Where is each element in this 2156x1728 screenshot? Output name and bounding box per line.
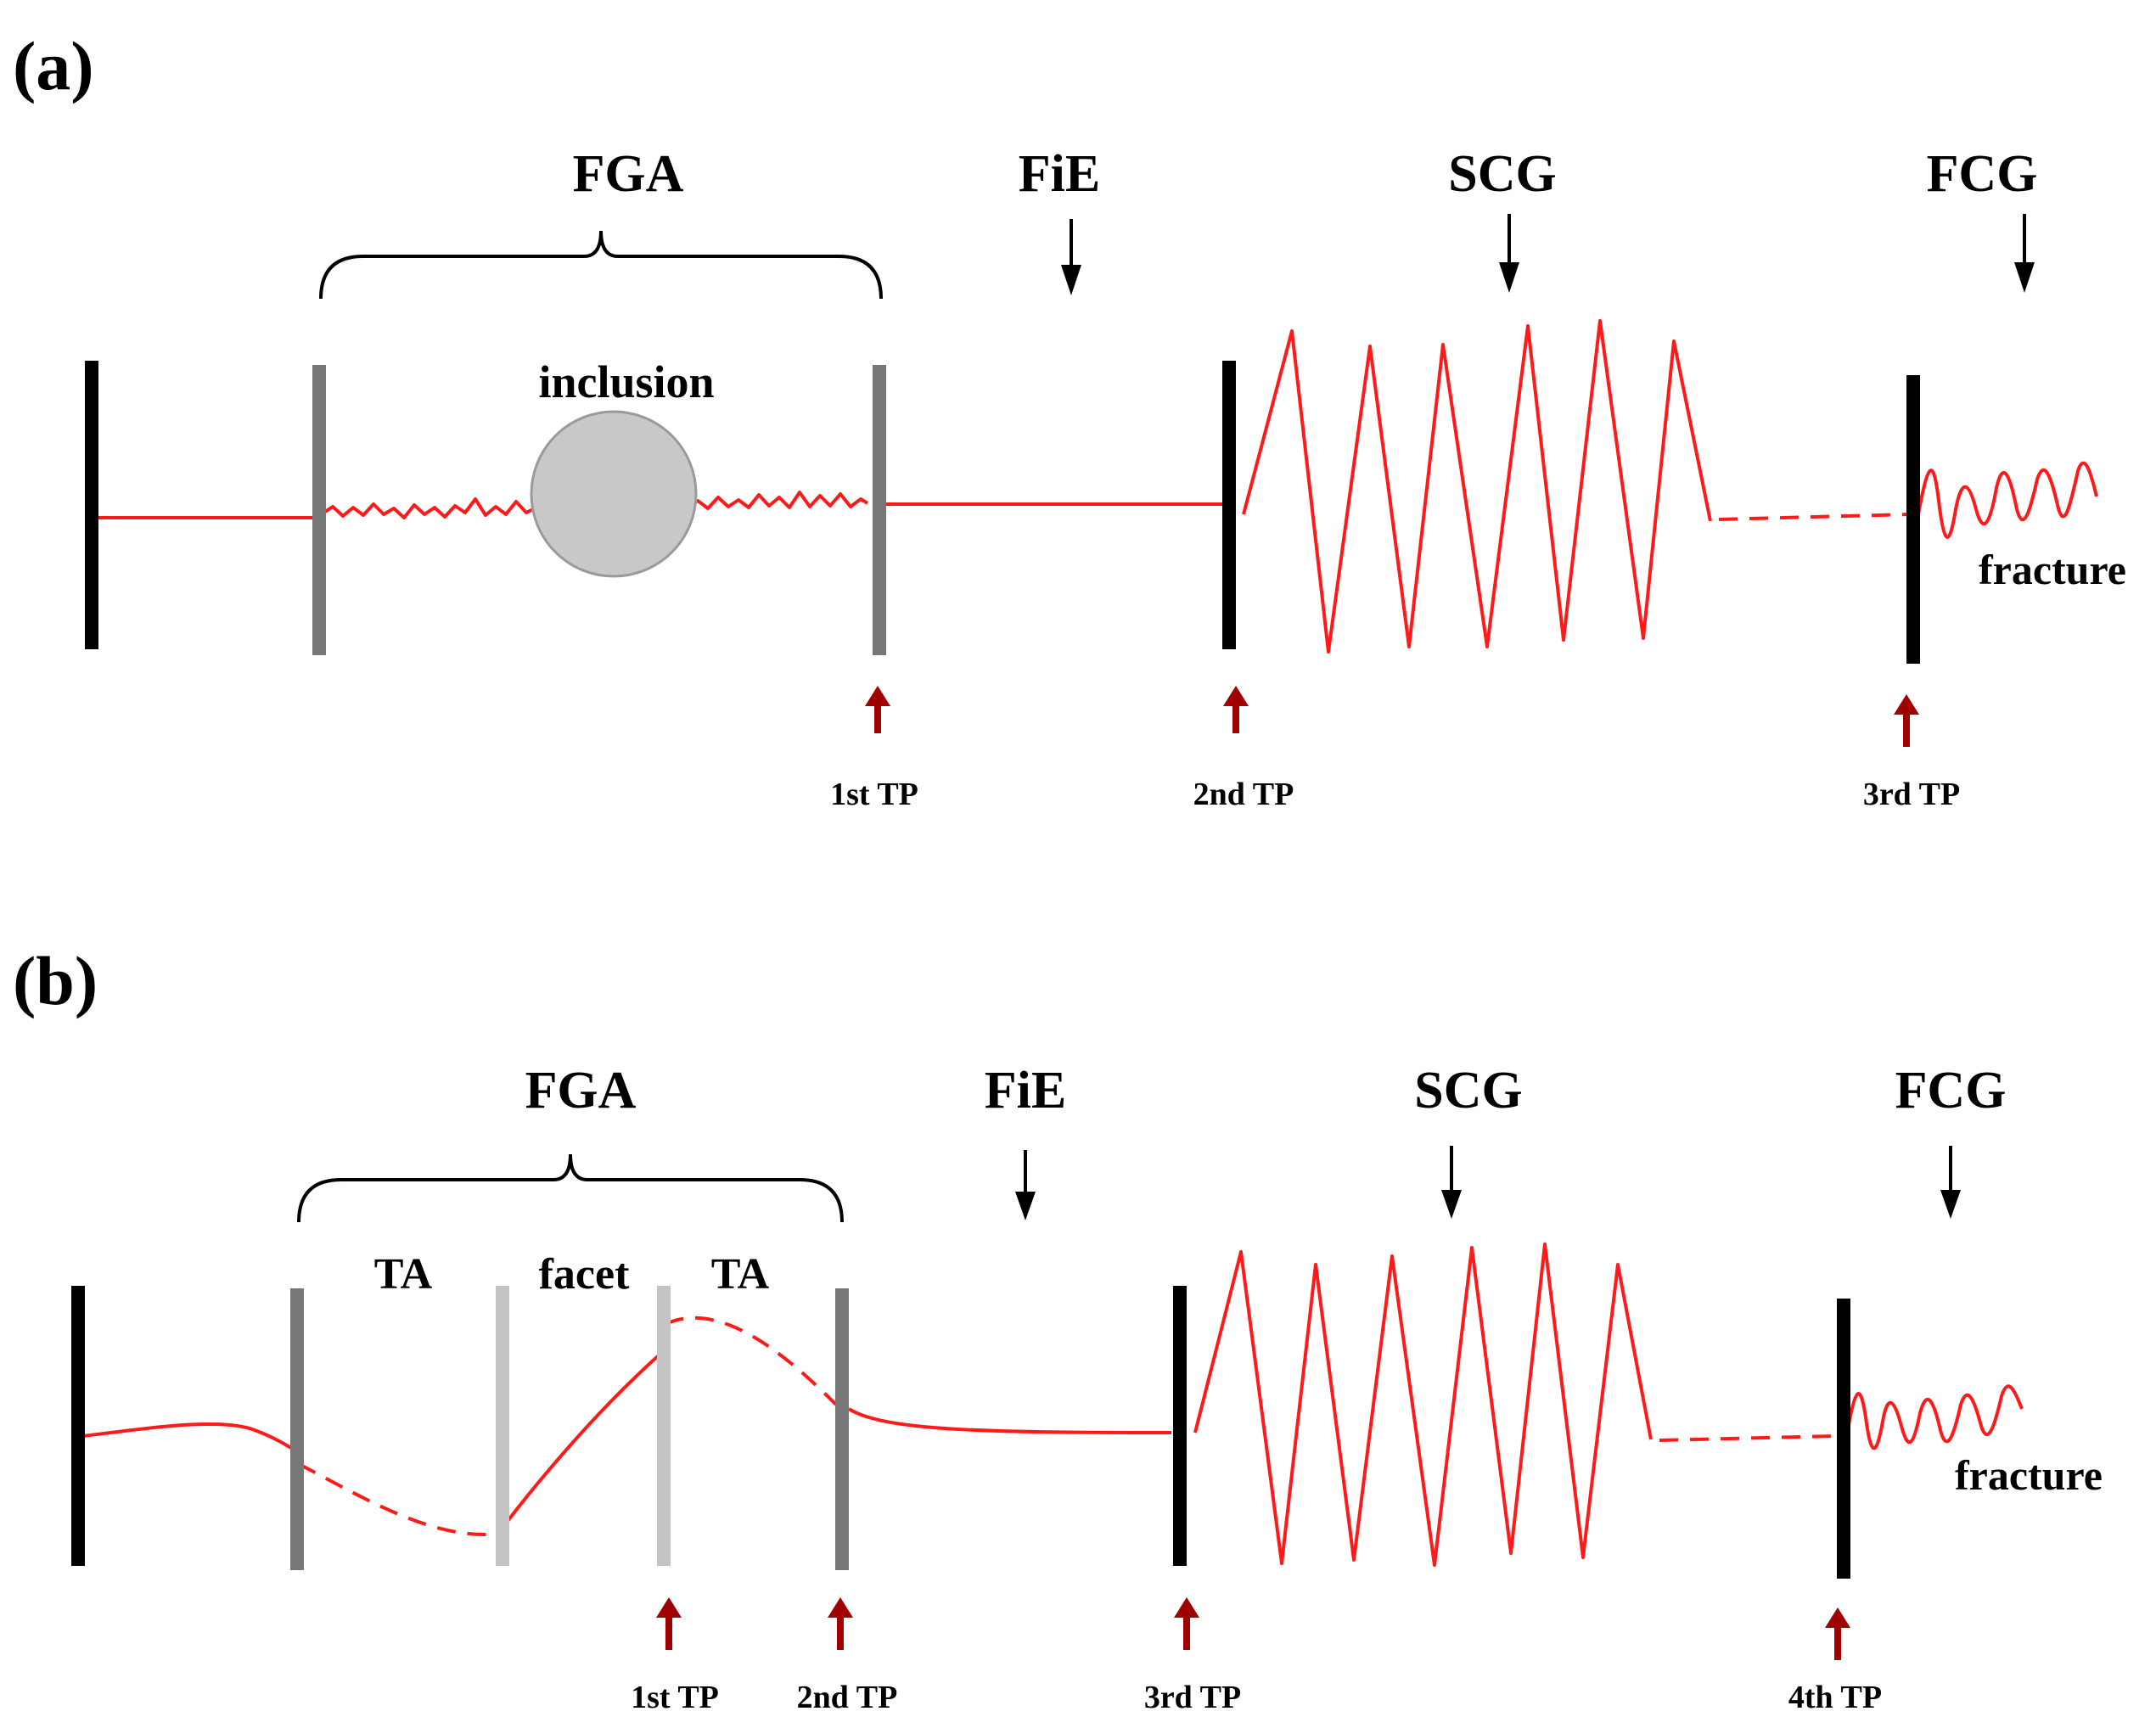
panel-b-fracture-label: fracture — [1955, 1451, 2103, 1499]
panel-a-fracture-label: fracture — [1979, 546, 2126, 593]
panel-a-scg-arrow-icon — [1499, 214, 1519, 293]
panel-a-tp1-arrow-icon — [865, 686, 890, 733]
panel-b-scg-zigzag-line — [1193, 1243, 1653, 1567]
panel-b-tp2-arrow-icon — [828, 1597, 853, 1650]
panel-a-fcg-arrow-icon — [2014, 214, 2035, 293]
panel-b-fie-label: FiE — [985, 1062, 1066, 1119]
panel-b-facet-line — [501, 1354, 660, 1529]
panel-a-tp3-label: 3rd TP — [1863, 777, 1960, 812]
panel-b-fie-line — [847, 1407, 1172, 1434]
panel-a-scg-label: SCG — [1448, 145, 1556, 203]
panel-b-tp4-arrow-icon — [1825, 1607, 1850, 1660]
panel-b-ta-left-dashed-line — [298, 1462, 489, 1537]
panel-a-fga-label: FGA — [573, 145, 684, 203]
panel-b: (b) FGA FiE SCG FCG TA facet TA — [13, 942, 2103, 1715]
panel-b-tp3-label: 3rd TP — [1144, 1680, 1241, 1715]
panel-a: (a) FGA FiE SCG FCG inclusion — [13, 27, 2126, 812]
panel-b-facet-label: facet — [539, 1250, 630, 1299]
panel-b-tp4-label: 4th TP — [1788, 1680, 1882, 1715]
panel-b-ta-right-dashed-line — [665, 1316, 838, 1406]
panel-b-ta-left-label: TA — [374, 1250, 433, 1299]
panel-a-dashed-line — [1718, 513, 1911, 521]
panel-a-fcg-wavy-line — [1917, 461, 2098, 539]
panel-a-fie-label: FiE — [1019, 145, 1100, 203]
panel-b-dashed-line — [1659, 1434, 1834, 1442]
panel-a-label: (a) — [13, 27, 94, 104]
panel-b-label: (b) — [13, 942, 98, 1019]
panel-a-fga-rough-line-left — [321, 497, 537, 519]
panel-b-scg-arrow-icon — [1441, 1146, 1462, 1219]
panel-b-fcg-wavy-line — [1845, 1384, 2024, 1450]
panel-b-tp2-label: 2nd TP — [797, 1680, 898, 1715]
panel-a-fga-brace — [319, 230, 883, 300]
panel-a-fie-arrow-icon — [1061, 219, 1081, 295]
panel-a-tp2-label: 2nd TP — [1193, 777, 1294, 812]
panel-b-tp3-arrow-icon — [1174, 1597, 1199, 1650]
panel-b-fcg-label: FCG — [1895, 1062, 2007, 1119]
panel-b-scg-label: SCG — [1414, 1062, 1522, 1119]
panel-b-tp1-arrow-icon — [656, 1597, 682, 1650]
panel-a-fcg-label: FCG — [1927, 145, 2038, 203]
panel-b-fie-arrow-icon — [1015, 1150, 1036, 1220]
panel-b-fcg-arrow-icon — [1940, 1146, 1961, 1219]
panel-b-fga-brace — [297, 1153, 844, 1223]
panel-a-scg-zigzag-line — [1242, 319, 1712, 654]
panel-b-tp1-label: 1st TP — [631, 1680, 719, 1715]
panel-a-inclusion-circle — [530, 410, 698, 578]
panel-a-tp1-label: 1st TP — [830, 777, 918, 812]
panel-a-fga-rough-line-right — [687, 491, 869, 510]
panel-b-initial-crack-line — [82, 1422, 298, 1453]
panel-a-tp3-arrow-icon — [1894, 694, 1919, 747]
panel-a-inclusion-label: inclusion — [538, 356, 714, 407]
panel-a-tp2-arrow-icon — [1223, 686, 1249, 733]
panel-b-ta-right-label: TA — [711, 1250, 770, 1299]
panel-b-fga-label: FGA — [525, 1062, 637, 1119]
